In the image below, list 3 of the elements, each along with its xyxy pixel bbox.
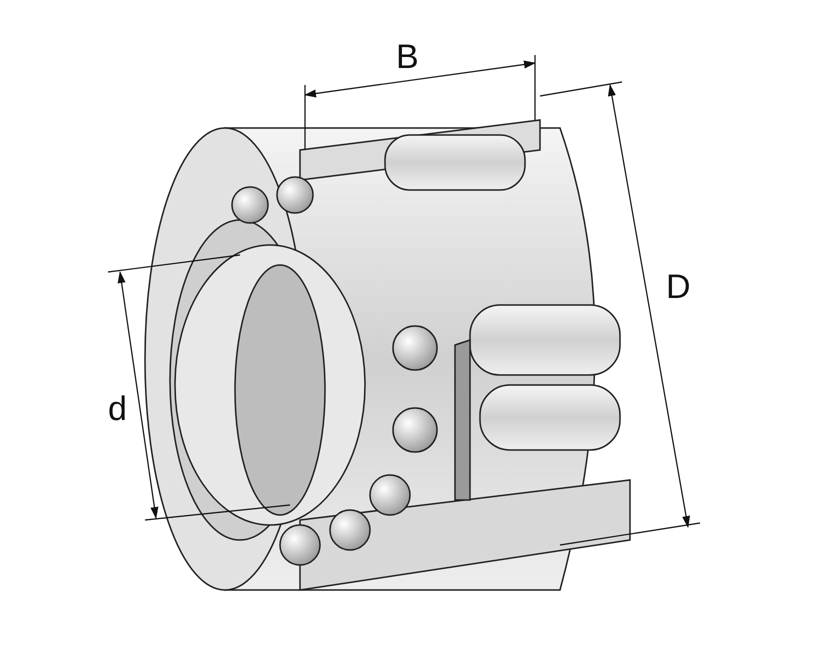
dimension-label: d [108,392,127,426]
dimension-label: B [396,40,419,74]
dimension-label: D [666,270,691,304]
